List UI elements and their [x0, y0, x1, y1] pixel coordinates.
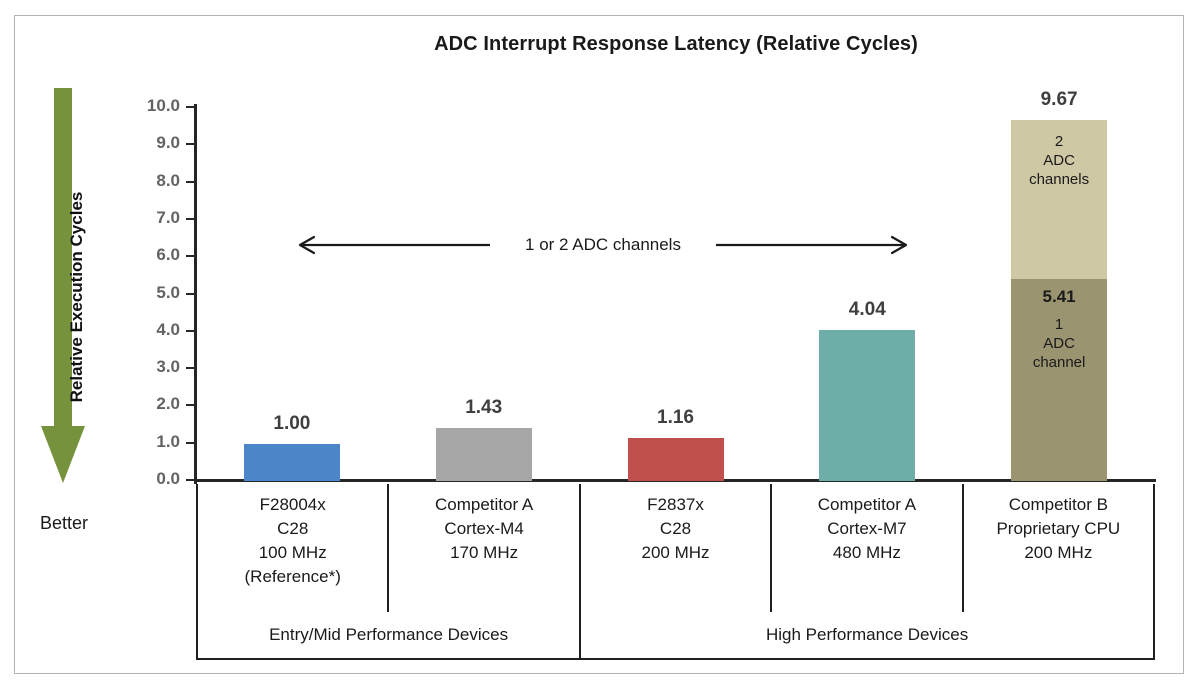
device-cell-line: 200 MHz: [641, 543, 710, 563]
device-group-cell: High Performance Devices: [766, 625, 969, 644]
y-axis-line: [194, 104, 197, 484]
device-group-cell: Entry/Mid Performance Devices: [198, 612, 582, 658]
better-label: Better: [39, 513, 89, 533]
bar-value-label: 1.43: [465, 396, 503, 418]
y-axis-tick: [186, 255, 195, 258]
y-axis-tick: [186, 217, 195, 220]
y-axis-tick: [186, 106, 195, 108]
device-cell-line: Cortex-M7: [827, 519, 907, 539]
y-axis-tick: [186, 367, 195, 370]
y-axis-tick: [186, 479, 195, 481]
device-cell-line: C28: [659, 519, 692, 539]
y-axis-tick-label: 9.0: [156, 133, 180, 153]
device-cell-line: Proprietary CPU: [996, 519, 1121, 539]
y-axis-tick-label: 2.0: [156, 394, 180, 414]
y-axis-labels: 10.0 9.0 8.0 7.0 6.0 5.0 4.0 3.0 2.0 1.0 0.0: [114, 0, 180, 488]
device-cell-line: 170 MHz: [450, 543, 519, 563]
bar-segment: [819, 330, 916, 481]
y-axis-title: Relative Execution Cycles: [67, 191, 86, 403]
device-cell-line: 480 MHz: [832, 543, 901, 563]
device-group-row: Entry/Mid Performance Devices High Perfor…: [198, 612, 1153, 658]
device-cell-line: Competitor A: [817, 495, 917, 514]
bar-value-label: 4.04: [848, 299, 886, 321]
bar-segment: [1011, 279, 1108, 481]
device-cell: Competitor A Cortex-M4 170 MHz: [389, 484, 581, 612]
y-axis-tick-label: 4.0: [156, 319, 180, 339]
device-cell-line: (Reference*): [244, 567, 341, 587]
y-axis-tick-label: 5.0: [156, 282, 180, 302]
device-cell-line: Competitor A: [434, 495, 534, 514]
y-axis-tick: [186, 292, 195, 295]
bar-segment: [435, 427, 532, 481]
y-axis-tick-label: 8.0: [156, 170, 180, 190]
y-axis-tick-label: 10.0: [146, 96, 180, 115]
bar-value-label: 1.00: [273, 412, 311, 434]
better-direction-arrow-icon: [40, 88, 86, 497]
adc-channels-annotation-label: 1 or 2 ADC channels: [525, 235, 681, 254]
bar: [435, 427, 532, 481]
device-cell-line: 200 MHz: [1024, 543, 1093, 563]
y-axis-tick: [186, 329, 195, 332]
device-cell-line: C28: [277, 519, 309, 539]
bar-value-label: 9.67: [1040, 89, 1078, 111]
y-axis-tick: [186, 143, 195, 146]
y-axis-tick: [186, 404, 195, 407]
bar: [243, 443, 340, 481]
y-axis-tick-label: 7.0: [156, 207, 180, 227]
adc-channels-annotation: 1 or 2 ADC channels: [288, 228, 918, 262]
bar-segment-value: 5.41: [1042, 287, 1076, 307]
bar: [627, 437, 724, 481]
device-cell-line: F28004x: [259, 495, 326, 514]
device-cell-line: Competitor B: [1008, 495, 1108, 514]
y-axis-tick-label: 0.0: [156, 469, 180, 488]
device-cell-line: F2837x: [647, 495, 704, 514]
y-axis-tick: [186, 180, 195, 183]
bar-segment: [243, 443, 340, 481]
bar: [819, 330, 916, 481]
bar-segment: [1011, 120, 1108, 280]
y-axis-tick-label: 1.0: [156, 431, 180, 451]
device-cell: Competitor A Cortex-M7 480 MHz: [772, 484, 964, 612]
chart-frame: [14, 15, 1184, 674]
device-cell-line: Cortex-M4: [444, 519, 524, 539]
page-title: ADC Interrupt Response Latency (Relative…: [434, 33, 918, 55]
bar-value-label: 1.16: [657, 406, 694, 428]
device-cell: Competitor B Proprietary CPU 200 MHz: [964, 484, 1153, 612]
bar-segment: [627, 437, 724, 481]
device-cell-line: 100 MHz: [258, 543, 327, 563]
y-axis-tick: [186, 441, 195, 444]
y-axis-tick-label: 3.0: [156, 357, 180, 377]
y-axis-tick-label: 6.0: [156, 245, 180, 265]
